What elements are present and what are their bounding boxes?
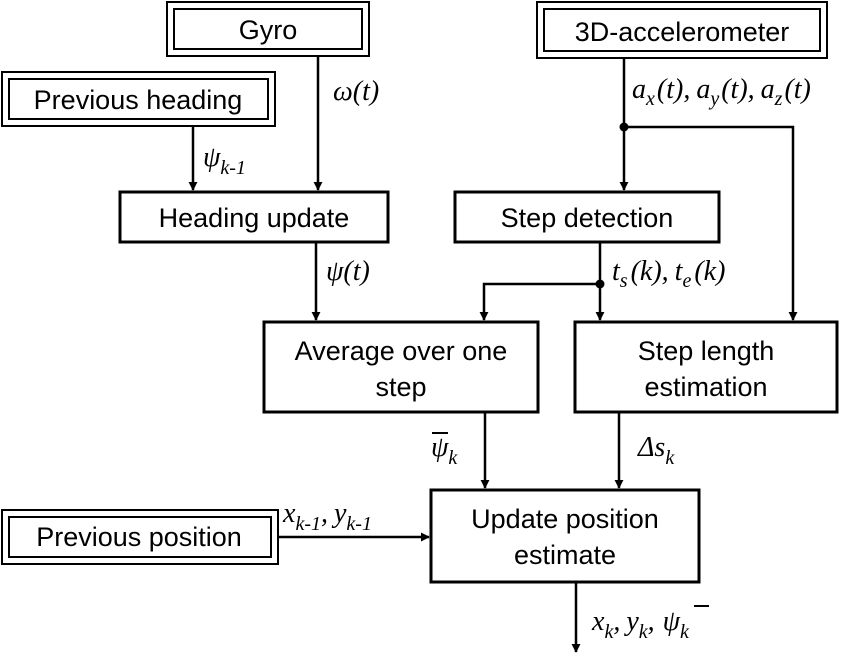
- svg-text:xk,yk,ψk: xk,yk,ψk: [591, 606, 690, 643]
- step-times-label: ts(k),te(k): [612, 256, 725, 292]
- psi-k-minus-1-label: ψk-1: [203, 142, 246, 179]
- previous-position-box: Previous position: [1, 509, 279, 565]
- step-detection-box: Step detection: [453, 190, 721, 244]
- gyro-box: Gyro: [166, 1, 370, 57]
- gyro-label: Gyro: [239, 15, 298, 45]
- update-position-box: Update position estimate: [429, 488, 701, 584]
- accelerometer-label: 3D-accelerometer: [575, 17, 790, 47]
- previous-position-label: Previous position: [36, 522, 242, 552]
- heading-update-label: Heading update: [159, 203, 350, 233]
- previous-heading-label: Previous heading: [34, 85, 243, 115]
- step-length-label-line1: Step length: [638, 336, 775, 366]
- output-label: xk,yk,ψk: [591, 605, 709, 643]
- junction-dot-step: [595, 279, 605, 289]
- arrow-step-detection-to-average: [479, 282, 600, 321]
- accelerometer-box: 3D-accelerometer: [536, 1, 828, 59]
- psi-bar-k-label: ψk: [431, 432, 458, 469]
- previous-heading-box: Previous heading: [1, 71, 276, 127]
- average-box: Average over one step: [262, 320, 540, 414]
- psi-t-label: ψ(t): [326, 256, 370, 287]
- update-position-label-line1: Update position: [471, 504, 659, 534]
- step-length-label-line2: estimation: [644, 372, 767, 402]
- heading-update-box: Heading update: [118, 190, 390, 244]
- step-detection-label: Step detection: [501, 203, 674, 233]
- average-label-line1: Average over one: [295, 336, 508, 366]
- delta-s-k-label: Δsk: [637, 432, 675, 469]
- previous-position-coords-label: xk-1,yk-1: [282, 498, 372, 535]
- average-label-line2: step: [375, 372, 426, 402]
- accel-signals-label: ax(t),ay(t),az(t): [632, 74, 811, 110]
- arrow-accelerometer-to-step-length: [624, 125, 798, 321]
- junction-dot-accel: [619, 122, 629, 132]
- svg-text:ψk: ψk: [431, 432, 458, 469]
- update-position-label-line2: estimate: [514, 540, 616, 570]
- omega-label: ω(t): [333, 76, 379, 107]
- step-length-box: Step length estimation: [573, 320, 839, 414]
